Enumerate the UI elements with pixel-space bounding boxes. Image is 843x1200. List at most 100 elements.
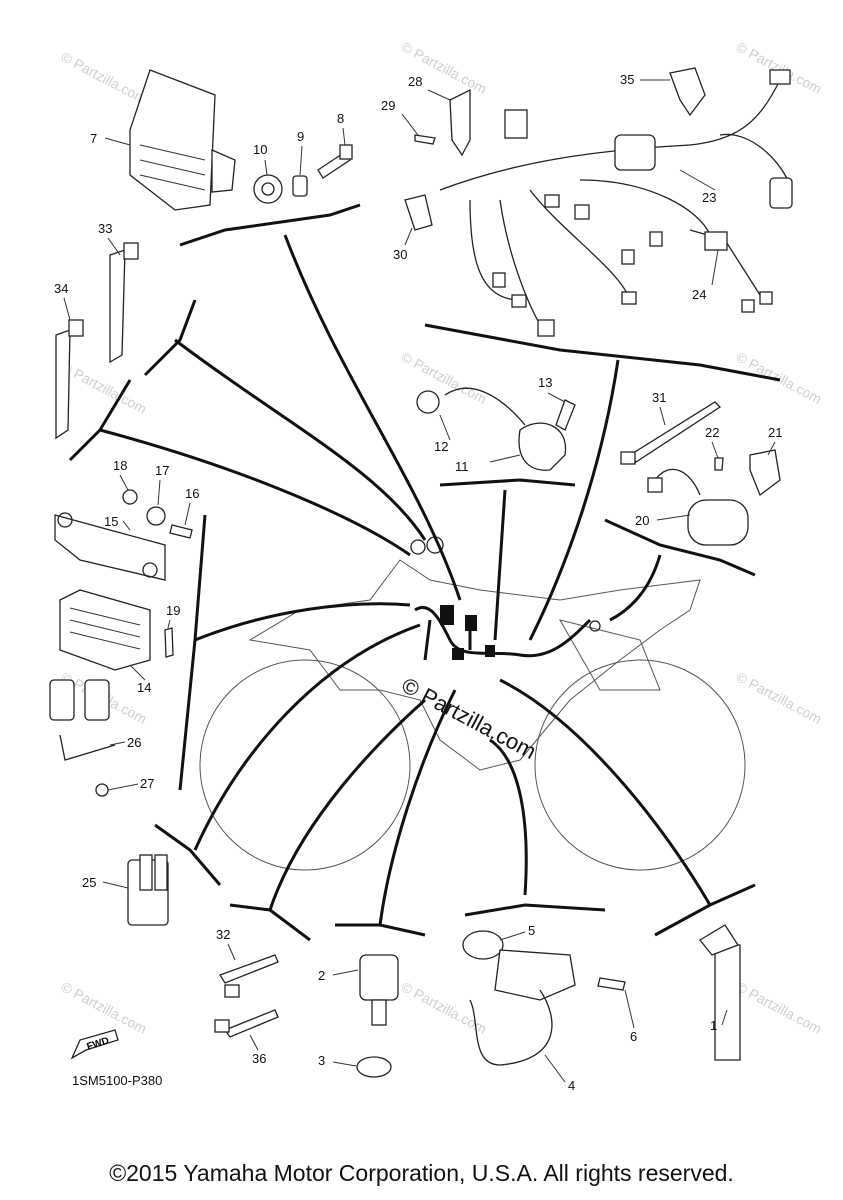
callout-tick — [227, 943, 236, 961]
harness-connector — [492, 272, 506, 288]
leader-line — [528, 359, 620, 641]
fwd-arrow-shape — [70, 1029, 119, 1060]
watermark: © Partzilla.com — [59, 49, 150, 107]
clamp-part-35 — [669, 67, 706, 117]
callout-tick — [404, 227, 413, 246]
bracket-part-15 — [54, 514, 166, 581]
callout-tick — [299, 145, 303, 176]
collar-part-17 — [146, 506, 166, 526]
bolt-part-29 — [414, 134, 436, 145]
callout-tick — [711, 249, 719, 286]
sub-harness-connector-24 — [741, 299, 755, 313]
bracket — [464, 903, 606, 917]
harness-connector — [574, 204, 590, 220]
earth-lead-part-26 — [59, 734, 116, 761]
leader-line — [499, 678, 712, 906]
cable-band-head-31 — [620, 451, 636, 465]
callout-24: 24 — [692, 287, 706, 302]
harness-connector — [769, 177, 793, 209]
bracket-part-21 — [749, 449, 781, 497]
leader-lines — [99, 234, 712, 926]
capacitor-part-20 — [687, 499, 749, 546]
callout-tick — [721, 1009, 728, 1026]
callout-1: 1 — [710, 1018, 717, 1033]
connector-block — [440, 605, 454, 625]
callout-28: 28 — [408, 74, 422, 89]
bracket — [439, 478, 576, 487]
callout-tick — [249, 1034, 259, 1051]
watermark: © Partzilla.com — [734, 39, 825, 97]
bracket-hole — [142, 562, 158, 578]
callout-labels: 1 2 3 4 5 6 7 8 9 10 11 12 13 14 15 16 1… — [54, 72, 782, 1093]
gasket-part-3 — [356, 1056, 392, 1078]
callout-13: 13 — [538, 375, 552, 390]
bracket — [335, 923, 426, 937]
callout-3: 3 — [318, 1053, 325, 1068]
callout-tick — [624, 989, 635, 1029]
callout-9: 9 — [297, 129, 304, 144]
harness-connector — [511, 294, 527, 308]
callout-tick — [656, 514, 691, 521]
rear-wheel-outline — [534, 659, 746, 871]
clamp-part-30 — [404, 194, 433, 231]
callout-6: 6 — [630, 1029, 637, 1044]
callout-tick — [547, 392, 566, 403]
collar-part-9 — [292, 175, 308, 197]
bracket — [68, 379, 132, 462]
bracket — [154, 823, 222, 886]
callout-21: 21 — [768, 425, 782, 440]
connector-block — [452, 648, 464, 660]
rectifier-regulator-part-14 — [59, 589, 151, 671]
callout-tick — [401, 113, 419, 136]
bracket — [143, 299, 197, 377]
callout-tick — [499, 931, 526, 941]
bolt-part-22 — [714, 457, 724, 471]
callout-tick — [104, 137, 131, 146]
callout-tick — [439, 414, 451, 441]
rectifier-connector — [49, 679, 75, 721]
collar-part-18 — [122, 489, 138, 505]
callout-16: 16 — [185, 486, 199, 501]
harness-connector — [769, 69, 791, 85]
harness-connector — [544, 194, 560, 208]
bracket — [604, 518, 756, 577]
callout-tick — [63, 297, 71, 321]
leader-line — [194, 602, 411, 642]
cable-band-head-33 — [123, 242, 139, 260]
callout-tick — [122, 520, 131, 531]
bolt-part-13 — [555, 399, 576, 431]
pickup-sensor-part-4 — [494, 949, 576, 1001]
callout-35: 35 — [620, 72, 634, 87]
callout-tick — [129, 664, 146, 681]
grommet-part-10 — [253, 174, 283, 204]
capacitor-connector — [647, 477, 663, 493]
callout-tick — [767, 441, 776, 456]
callout-22: 22 — [705, 425, 719, 440]
callout-34: 34 — [54, 281, 68, 296]
harness-connector — [621, 249, 635, 265]
harness-connector — [621, 291, 637, 305]
callout-2: 2 — [318, 968, 325, 983]
watermark: © Partzilla.com — [734, 349, 825, 407]
connector-pin — [139, 854, 153, 891]
sub-harness-connector-24 — [704, 231, 728, 251]
cable-band-head-36 — [214, 1019, 230, 1033]
sensor-part-2 — [359, 954, 399, 1001]
callout-tick — [427, 89, 451, 101]
watermark: © Partzilla.com — [734, 669, 825, 727]
callout-8: 8 — [337, 111, 344, 126]
cable-band-head-32 — [224, 984, 240, 998]
callout-tick — [332, 969, 359, 976]
rectifier-connector — [84, 679, 110, 721]
callout-7: 7 — [90, 131, 97, 146]
spark-plug-cap-part-1 — [714, 944, 741, 1061]
connector-block — [485, 645, 495, 657]
harness-wire — [469, 199, 521, 301]
callout-15: 15 — [104, 514, 118, 529]
callout-tick — [659, 406, 666, 426]
callout-tick — [264, 159, 268, 176]
leader-line — [283, 234, 462, 601]
callout-17: 17 — [155, 463, 169, 478]
